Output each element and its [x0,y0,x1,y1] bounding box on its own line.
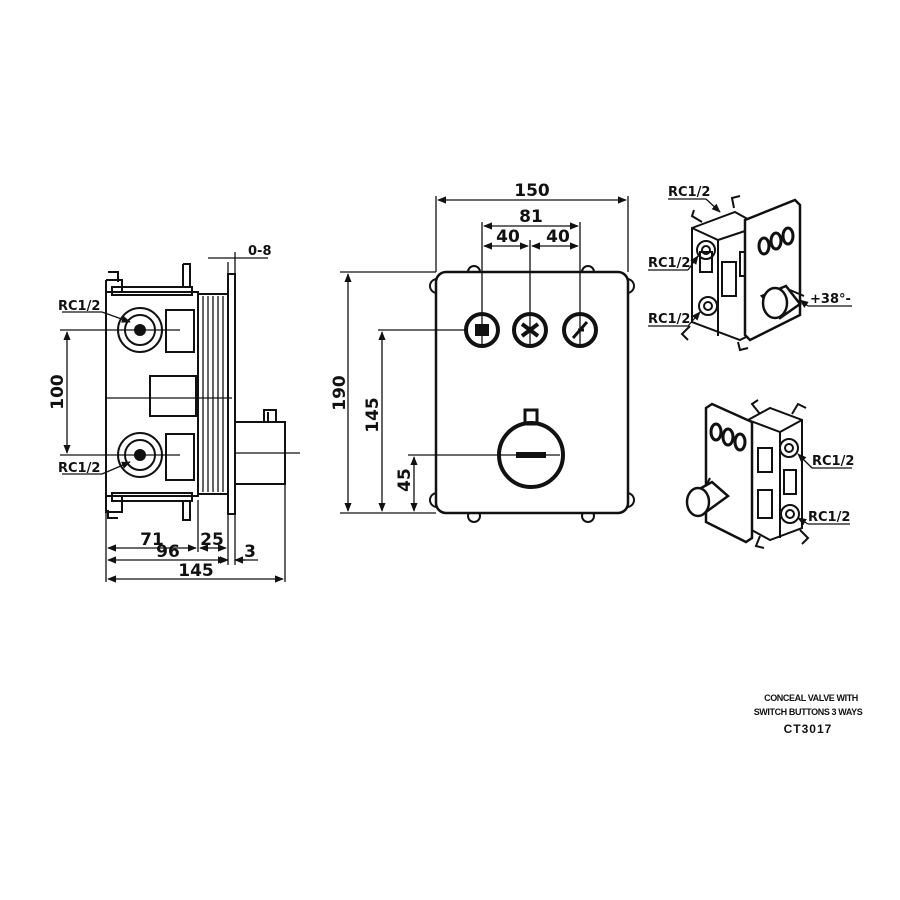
dim-190: 190 [330,375,350,411]
dim-40-right: 40 [546,227,570,247]
iso-plate-top [743,198,802,342]
label-iso-top-port-top: RC1/2 [668,185,710,200]
handle-side [234,409,300,485]
wall-plate-side [227,273,236,515]
label-iso-top-port-left-lower: RC1/2 [648,312,690,327]
front-plate [434,270,630,515]
caption-line-1: CONCEAL VALVE WITH [764,693,858,703]
label-iso-top-port-left-upper: RC1/2 [648,256,690,271]
front-view: 150 81 40 40 190 145 45 [330,181,635,523]
iso-view-bottom: RC1/2 RC1/2 [685,399,854,549]
caption-model: CT3017 [783,722,833,736]
dim-145-front: 145 [363,397,383,433]
threaded-section [197,293,229,495]
dim-96: 96 [156,542,180,562]
label-iso-bottom-port-upper: RC1/2 [812,454,854,469]
dim-3: 3 [244,542,256,562]
label-iso-bottom-port-lower: RC1/2 [808,510,850,525]
mounting-tab [105,279,123,292]
dim-25: 25 [200,530,224,550]
dim-40-left: 40 [496,227,520,247]
dim-81: 81 [519,207,543,227]
dim-0-8: 0-8 [248,244,272,259]
iso-view-top: RC1/2 RC1/2 RC1/2 +38°- [648,185,852,352]
dim-45: 45 [395,468,415,492]
dim-150: 150 [514,181,550,201]
side-view: 100 0-8 RC1/2 RC1/2 71 25 96 3 145 [48,244,300,583]
label-angle: +38°- [810,292,851,307]
label-rc-bottom: RC1/2 [58,461,100,476]
dim-145-side: 145 [178,561,214,581]
caption-line-2: SWITCH BUTTONS 3 WAYS [753,707,863,717]
label-rc-top: RC1/2 [58,299,100,314]
dim-71: 71 [140,530,164,550]
dim-100: 100 [48,374,68,410]
